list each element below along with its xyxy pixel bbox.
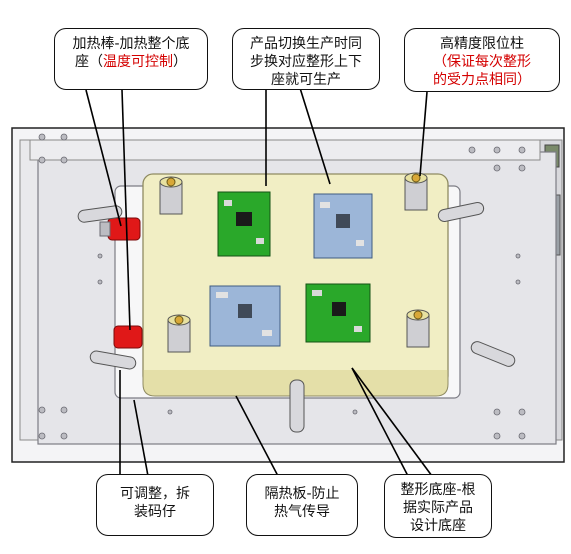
heater-rod-top xyxy=(107,217,141,241)
callout-heater-red: 温度可控制 xyxy=(103,54,173,70)
callout-changeover-line3: 座就可生产 xyxy=(271,72,341,88)
callout-heater-line2: 座（温度可控制） xyxy=(75,54,187,70)
callout-clamp-line2: 装码仔 xyxy=(134,504,176,520)
callout-base-line1: 整形底座-根 xyxy=(400,482,476,498)
pcb-top-right xyxy=(313,193,373,259)
callout-insulation-line1: 隔热板-防止 xyxy=(264,486,340,502)
callout-adjustable-clamp: 可调整，拆 装码仔 xyxy=(96,474,214,536)
pcb-top-left xyxy=(217,191,271,257)
callout-base-line2: 据实际产品 xyxy=(403,500,473,516)
top-strip xyxy=(29,139,541,161)
callout-changeover-line1: 产品切换生产时同 xyxy=(250,36,362,52)
pcb-bottom-left xyxy=(209,285,281,347)
callout-guide-line3: 的受力点相同） xyxy=(433,72,531,88)
heater-rod-bottom xyxy=(113,325,143,349)
callout-guide-line1: 高精度限位柱 xyxy=(440,36,524,52)
callout-shaping-base: 整形底座-根 据实际产品 设计底座 xyxy=(384,474,492,538)
pcb-bottom-right xyxy=(305,283,371,343)
callout-insulation-board: 隔热板-防止 热气传导 xyxy=(246,474,358,536)
callout-clamp-line1: 可调整，拆 xyxy=(120,486,190,502)
callout-heater-line1: 加热棒-加热整个底 xyxy=(72,36,190,52)
callout-product-changeover: 产品切换生产时同 步换对应整形上下 座就可生产 xyxy=(232,28,380,90)
base-block xyxy=(142,173,449,387)
callout-insulation-line2: 热气传导 xyxy=(274,504,330,520)
callout-base-line3: 设计底座 xyxy=(410,518,466,534)
callout-heater-rod: 加热棒-加热整个底 座（温度可控制） xyxy=(54,28,208,90)
callout-changeover-line2: 步换对应整形上下 xyxy=(250,54,362,70)
callout-guide-line2: （保证每次整形 xyxy=(433,54,531,70)
plate-holes xyxy=(38,133,526,440)
callout-guide-post: 高精度限位柱 （保证每次整形 的受力点相同） xyxy=(404,28,560,92)
